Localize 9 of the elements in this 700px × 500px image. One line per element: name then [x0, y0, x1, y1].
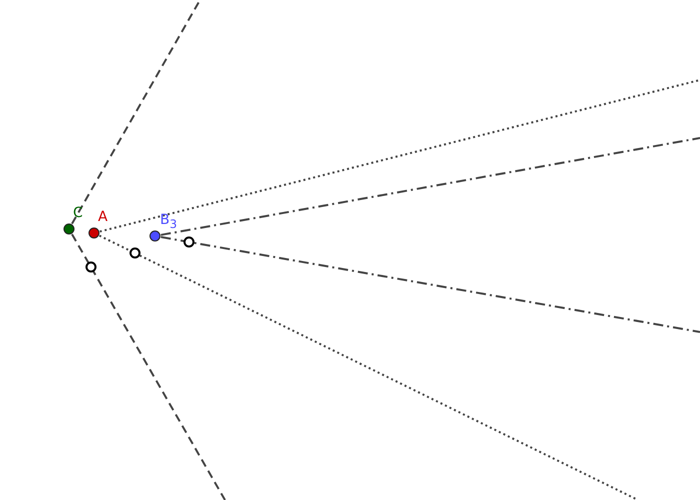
- point-label: A: [98, 209, 108, 225]
- ray-line: [98, 234, 638, 500]
- point-label: B$_{3}$: [160, 212, 178, 232]
- ray-line: [160, 137, 700, 236]
- ray-line: [160, 236, 700, 333]
- ray-line: [71, 234, 226, 500]
- ray-line: [71, 0, 201, 224]
- ray-line: [100, 79, 700, 232]
- point-label: C: [73, 205, 83, 221]
